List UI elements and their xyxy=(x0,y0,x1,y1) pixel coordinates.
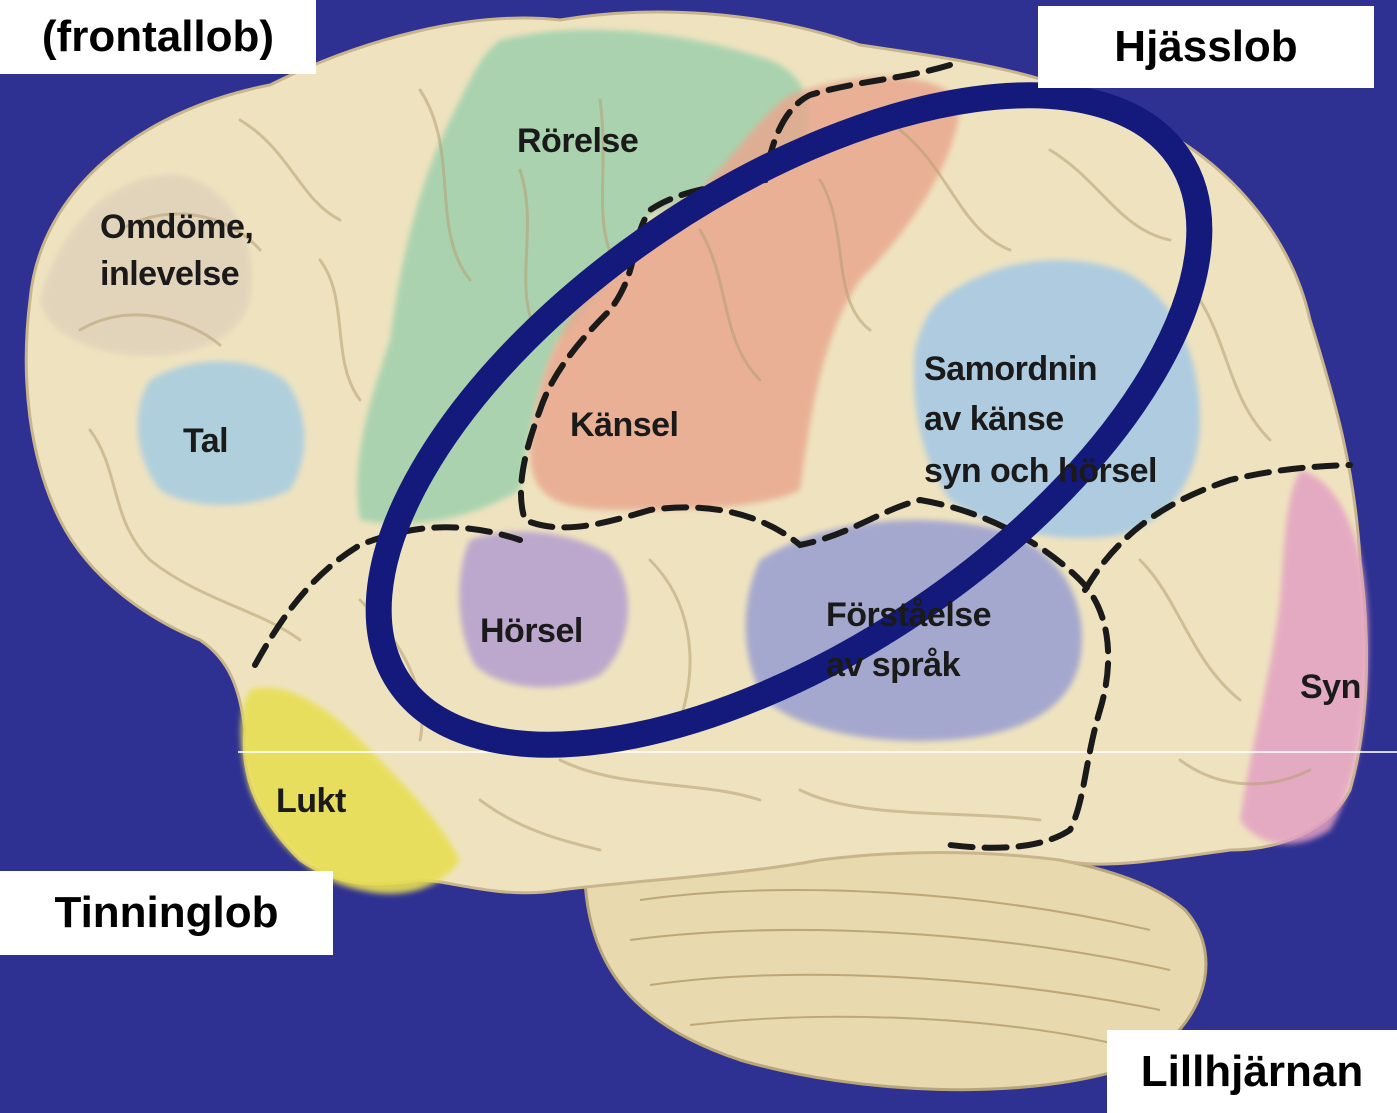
hearing-region xyxy=(459,532,628,688)
cerebellum-label: Lillhjärnan xyxy=(1107,1030,1397,1113)
speech-label: Tal xyxy=(183,422,228,460)
sensation-label: Känsel xyxy=(570,406,679,444)
judgement-label-line1: Omdöme, xyxy=(100,208,253,246)
language-label-line1: Förståelse xyxy=(826,596,991,634)
movement-label: Rörelse xyxy=(517,122,638,160)
coordination-label-line1: Samordnin xyxy=(924,350,1097,388)
temporal-lobe-label: Tinninglob xyxy=(0,871,333,955)
parietal-lobe-label: Hjässlob xyxy=(1038,6,1374,88)
frontal-lobe-label: (frontallob) xyxy=(0,0,316,74)
judgement-label-line2: inlevelse xyxy=(100,255,239,293)
vision-label: Syn xyxy=(1300,668,1361,706)
coordination-label-line2: av känse xyxy=(924,400,1064,438)
hearing-label: Hörsel xyxy=(480,612,583,650)
smell-label: Lukt xyxy=(276,782,346,820)
coordination-label-line3: syn och hörsel xyxy=(924,452,1157,490)
language-label-line2: av språk xyxy=(826,646,961,684)
